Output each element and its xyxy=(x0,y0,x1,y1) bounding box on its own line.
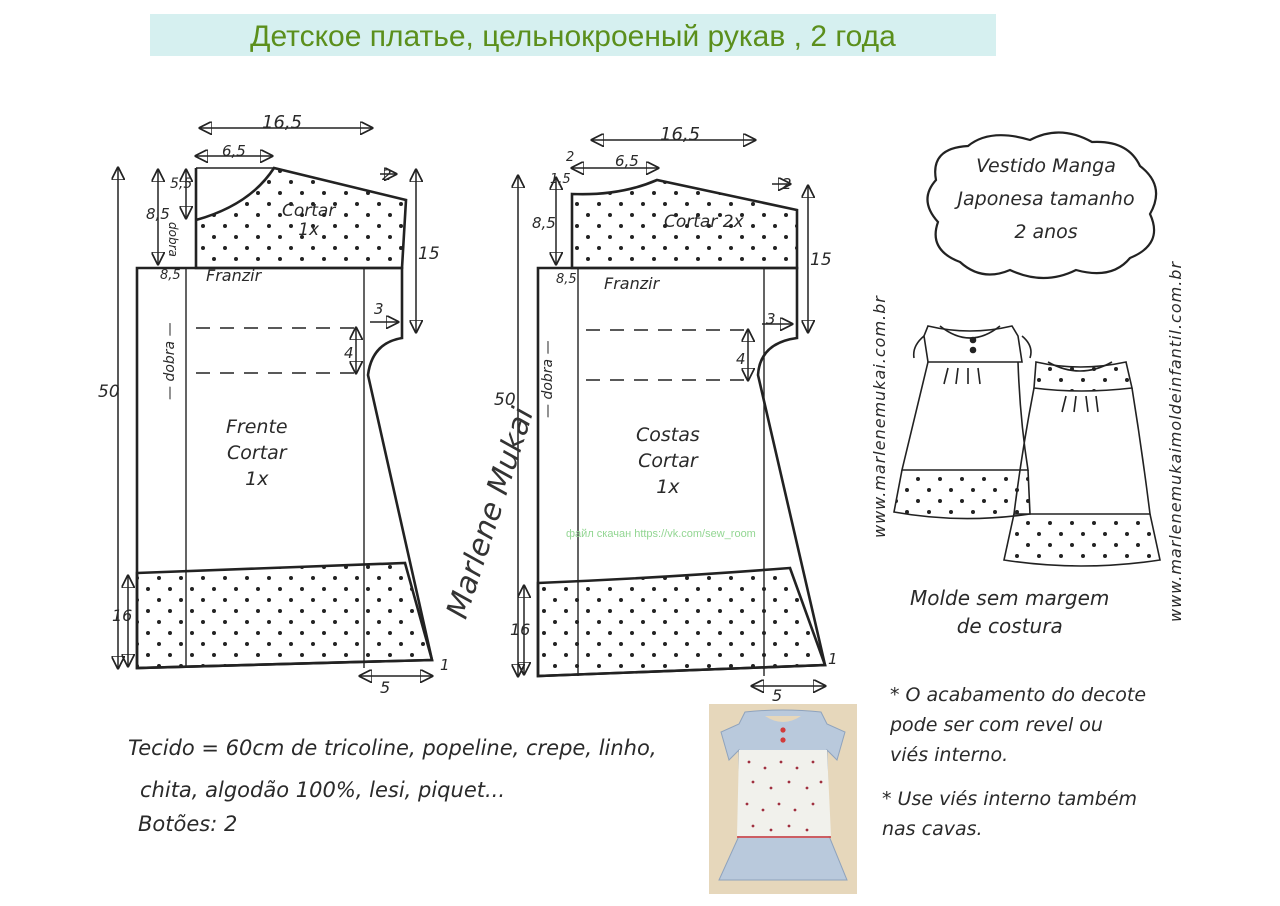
info-title: Vestido Manga Japonesa tamanho 2 anos xyxy=(957,155,1135,243)
front-dim-flare: 5 xyxy=(380,678,391,697)
back-dim-yoke: 8,5 xyxy=(532,214,556,232)
front-dim-gather-offset: 8,5 xyxy=(160,268,181,283)
front-dimensions xyxy=(118,128,432,676)
front-fold-body: — dobra — xyxy=(162,322,178,400)
back-yoke-label: Cortar 2x xyxy=(664,212,744,232)
materials-fabric-list: chita, algodão 100%, lesi, piquet... xyxy=(140,778,505,802)
front-yoke-label: Cortar 1x xyxy=(282,201,336,240)
back-dim-shoulder: 2 xyxy=(782,175,792,193)
url-moldeinfantil: www.marlenemukaimoldeinfantil.com.br xyxy=(1166,260,1185,622)
note-finish-armhole: * Use viés interno também nas cavas. xyxy=(882,788,1138,840)
back-dim-gather-offset: 8,5 xyxy=(556,272,577,287)
front-dim-arm-drop: 4 xyxy=(344,344,354,362)
front-hem-band xyxy=(135,561,434,670)
watermark: файл скачан https://vk.com/sew_room xyxy=(566,528,756,540)
note-margin: Molde sem margem de costura xyxy=(910,586,1110,638)
url-marlenemukai: www.marlenemukai.com.br xyxy=(870,295,889,538)
title-band xyxy=(150,14,996,56)
front-body-label: Frente Cortar 1x xyxy=(226,416,288,490)
back-dim-neck-drop: 2 xyxy=(566,150,575,165)
front-dim-side: 3 xyxy=(374,300,384,318)
front-dim-neck-drop: 5,5 xyxy=(170,176,193,192)
back-dim-neck: 6,5 xyxy=(615,152,639,170)
front-dim-yoke: 8,5 xyxy=(146,205,170,223)
back-body xyxy=(536,266,827,678)
back-dim-neck-drop2: 1,5 xyxy=(550,172,571,187)
back-dim-flare: 5 xyxy=(772,686,783,705)
materials-buttons: Botões: 2 xyxy=(138,812,238,836)
back-yoke xyxy=(570,178,799,270)
back-dim-hem-band: 16 xyxy=(510,620,531,639)
dress-photo xyxy=(709,704,857,894)
front-dim-neck: 6,5 xyxy=(222,142,246,160)
front-dim-hem-rise: 1 xyxy=(440,656,450,674)
materials-fabric: Tecido = 60cm de tricoline, popeline, cr… xyxy=(128,736,657,760)
back-dimensions xyxy=(148,140,825,686)
dress-sketch-back xyxy=(1003,361,1161,567)
back-body-label: Costas Cortar 1x xyxy=(636,424,700,498)
front-piece xyxy=(135,166,434,670)
note-finish-neck: * O acabamento do decote pode ser com re… xyxy=(890,684,1147,766)
front-dim-armhole: 15 xyxy=(418,244,440,264)
back-piece xyxy=(536,178,827,678)
front-yoke xyxy=(194,166,408,270)
back-gather-label: Franzir xyxy=(604,274,660,293)
front-dim-top: 16,5 xyxy=(262,112,303,133)
front-body xyxy=(135,266,434,670)
front-dim-shoulder: 2 xyxy=(382,166,392,184)
page-title: Детское платье, цельнокроеный рукав , 2 … xyxy=(250,20,896,53)
back-fold-body: — dobra — xyxy=(540,340,556,418)
back-dim-armhole: 15 xyxy=(810,250,832,270)
back-dim-side: 3 xyxy=(766,310,776,328)
back-dim-hem-rise: 1 xyxy=(828,650,838,668)
dress-sketch-front xyxy=(893,325,1032,520)
info-cloud xyxy=(926,131,1158,280)
front-fold-yoke: dobra xyxy=(166,222,180,257)
back-dim-top: 16,5 xyxy=(660,124,701,145)
front-dim-length: 50 xyxy=(98,382,120,402)
back-dim-length: 50 xyxy=(494,390,516,410)
back-hem-band xyxy=(536,566,827,678)
front-dim-hem-band: 16 xyxy=(112,606,133,625)
back-dim-arm-drop: 4 xyxy=(736,350,746,368)
front-gather-label: Franzir xyxy=(206,266,262,285)
